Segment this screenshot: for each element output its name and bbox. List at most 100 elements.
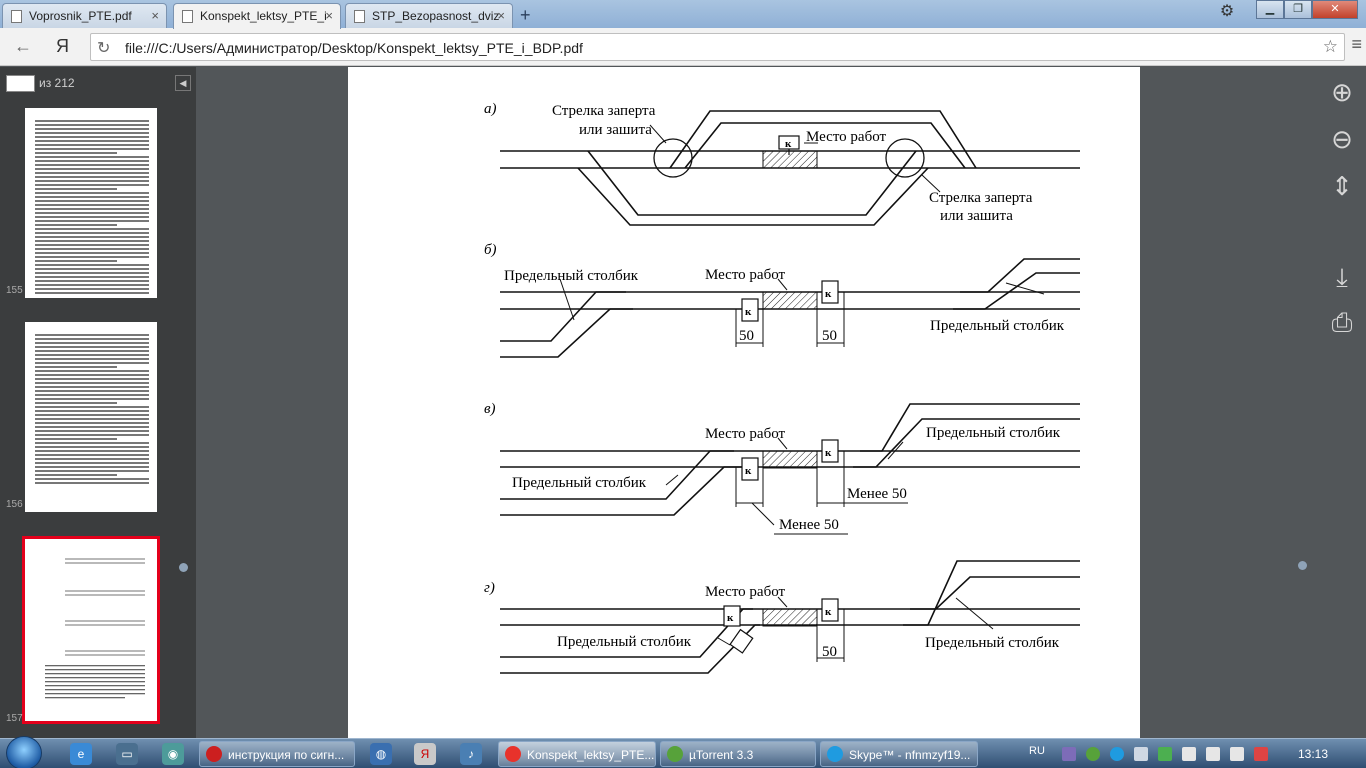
network-icon[interactable] <box>1230 747 1244 761</box>
minimize-button[interactable]: ▁ <box>1256 0 1284 19</box>
fit-page-icon[interactable]: ⇕ <box>1331 171 1353 201</box>
flag-icon[interactable] <box>1182 747 1196 761</box>
yandex-browser-icon[interactable]: Я <box>414 743 436 765</box>
thumbnail-text-line <box>35 442 149 444</box>
thumbnail-text-line <box>35 462 149 464</box>
page-number-input[interactable] <box>6 75 35 92</box>
label-limit-left-v: Предельный столбик <box>512 475 647 491</box>
taskbar-opera-window[interactable]: инструкция по сигн... <box>199 741 355 767</box>
new-tab-button[interactable]: + <box>520 5 531 25</box>
tab-voprosnik[interactable]: Vopros​nik_PTE.pdf × <box>2 3 167 28</box>
signal-k-v1: к <box>745 465 752 477</box>
explorer-icon[interactable]: ▭ <box>116 743 138 765</box>
pdf-viewer[interactable]: а) Стрелка заперта или зашита Место рабо… <box>196 67 1314 738</box>
thumbnail-text-line <box>35 474 117 476</box>
thumbnail-text-line <box>35 136 149 138</box>
maximize-button[interactable]: ❐ <box>1284 0 1312 19</box>
page-count: из 212 <box>39 76 75 90</box>
thumbnail-text-line <box>35 160 149 162</box>
label-limit-left-b: Предельный столбик <box>504 268 639 284</box>
label-work-site-g: Место работ <box>705 584 786 600</box>
signal-k-v2: к <box>825 447 832 459</box>
bookmark-star-icon[interactable]: ☆ <box>1322 37 1338 56</box>
taskbar-skype-window[interactable]: Skype™ - nfnmzyf19... <box>820 741 978 767</box>
globe-icon[interactable]: ◍ <box>370 743 392 765</box>
thumbnail-sidebar: из 212 ◀ 155 156 157 <box>0 67 196 738</box>
skype-tray-icon[interactable] <box>1110 747 1124 761</box>
close-tab-icon[interactable]: × <box>151 8 159 23</box>
thumbnail-text-line <box>35 252 149 254</box>
label-dist-g: 50 <box>822 644 837 660</box>
tray-app-icon[interactable] <box>1062 747 1076 761</box>
thumbnail-text-line <box>35 256 149 258</box>
media-icon[interactable]: ◉ <box>162 743 184 765</box>
download-icon[interactable]: ⤓ <box>1336 262 1348 292</box>
label-letter-a: а) <box>484 101 497 117</box>
thumbnail-text-line <box>35 478 149 480</box>
thumbnail-page-155[interactable] <box>25 108 157 298</box>
print-icon[interactable]: ⎙ <box>1331 307 1353 337</box>
zoom-out-icon[interactable]: ⊖ <box>1331 124 1353 154</box>
thumbnail-text-line <box>35 418 149 420</box>
thumbnail-page-157[interactable] <box>22 536 160 724</box>
thumbnail-text-line <box>35 386 149 388</box>
track-diagram: а) Стрелка заперта или зашита Место рабо… <box>484 101 1080 674</box>
thumbnail-text-line <box>35 374 149 376</box>
utorrent-tray-icon[interactable] <box>1086 747 1100 761</box>
address-bar[interactable]: ↻ file:///C:/Users/Администратор/Desktop… <box>90 33 1345 61</box>
start-button[interactable] <box>6 736 42 768</box>
back-arrow-icon[interactable]: ← <box>14 36 32 56</box>
menu-icon[interactable]: ≡ <box>1351 34 1362 54</box>
thumbnail-text-line <box>35 394 149 396</box>
scroll-handle[interactable] <box>1298 561 1307 570</box>
thumbnail-text-line <box>35 272 149 274</box>
document-icon <box>182 10 193 23</box>
thumbnail-page-number: 155 <box>6 285 23 296</box>
yandex-button[interactable]: Я <box>56 36 69 56</box>
close-tab-icon[interactable]: × <box>325 8 333 23</box>
close-tab-icon[interactable]: × <box>497 8 505 23</box>
sidebar-resize-handle[interactable] <box>179 563 188 572</box>
thumbnail-text-line <box>35 402 117 404</box>
thumbnail-text-line <box>35 414 149 416</box>
thumbnail-text-line <box>35 180 149 182</box>
volume-icon[interactable] <box>1134 747 1148 761</box>
ie-icon[interactable]: e <box>70 743 92 765</box>
reload-icon[interactable]: ↻ <box>97 40 111 57</box>
thumbnail-text-line <box>35 260 117 262</box>
label-switch-bottom-1: Стрелка заперта <box>929 190 1033 206</box>
security-icon[interactable] <box>1158 747 1172 761</box>
thumbnail-text-line <box>35 164 149 166</box>
pdf-toolbar-right: ⊕ ⊖ ⇕ ⤓ ⎙ <box>1316 67 1366 738</box>
thumbnail-text-line <box>35 192 149 194</box>
clock[interactable]: 13:13 <box>1298 747 1329 761</box>
taskbar-konspekt-window[interactable]: Konspekt_lektsy_PTE... <box>498 741 656 767</box>
battery-icon[interactable] <box>1206 747 1220 761</box>
document-icon <box>354 10 365 23</box>
tab-stp[interactable]: STP_Bezopasnost_dviz × <box>345 3 513 28</box>
thumbnail-text-line <box>35 280 149 282</box>
thumbnail-text-line <box>35 426 149 428</box>
language-indicator[interactable]: RU <box>1029 745 1045 757</box>
label-work-site-b: Место работ <box>705 267 786 283</box>
diagram-v <box>500 403 1080 535</box>
thumbnail-text-line <box>35 232 149 234</box>
tab-konspekt[interactable]: Konspekt_lektsy_PTE_i × <box>173 3 341 29</box>
collapse-sidebar-button[interactable]: ◀ <box>175 75 191 91</box>
thumbnail-text-line <box>35 216 149 218</box>
zoom-in-icon[interactable]: ⊕ <box>1331 77 1353 107</box>
thumbnail-page-number: 157 <box>6 713 23 724</box>
taskbar-utorrent-window[interactable]: µTorrent 3.3 <box>660 741 816 767</box>
audio-app-icon[interactable]: ♪ <box>460 743 482 765</box>
thumbnail-text-line <box>35 264 149 266</box>
close-window-button[interactable]: ✕ <box>1312 0 1358 19</box>
thumbnail-page-156[interactable] <box>25 322 157 512</box>
gear-icon[interactable]: ⚙ <box>1219 3 1235 20</box>
browser-toolbar: ← Я ↻ file:///C:/Users/Администратор/Des… <box>0 28 1366 66</box>
notification-icon[interactable] <box>1254 747 1268 761</box>
title-bar: Vopros​nik_PTE.pdf × Konspekt_lektsy_PTE… <box>0 0 1366 29</box>
thumbnail-text-line <box>35 454 149 456</box>
document-icon <box>11 10 22 23</box>
opera-icon <box>206 746 222 762</box>
thumbnail-text-line <box>35 422 149 424</box>
